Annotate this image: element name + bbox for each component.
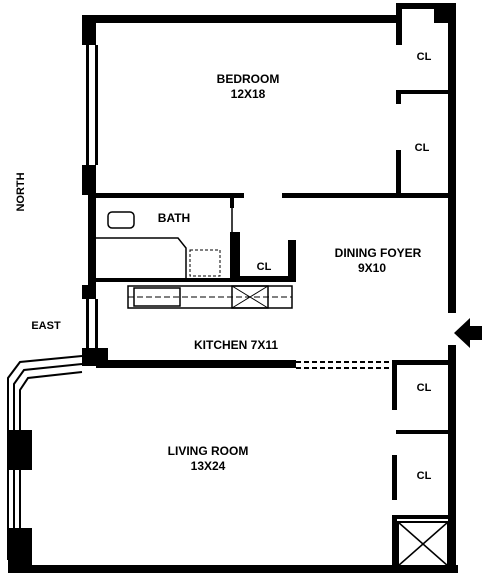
closet-label: CL bbox=[417, 382, 432, 394]
east-label: EAST bbox=[31, 320, 61, 332]
bedroom-size: 12X18 bbox=[231, 87, 266, 101]
kitchen-name: KITCHEN 7X11 bbox=[194, 338, 278, 352]
dining-foyer-size: 9X10 bbox=[358, 261, 386, 275]
closet-label: CL bbox=[415, 142, 430, 154]
fixtures bbox=[96, 208, 449, 567]
dining-foyer-name: DINING FOYER bbox=[335, 246, 422, 260]
closet-label: CL bbox=[257, 261, 272, 273]
closet-label: CL bbox=[417, 51, 432, 63]
interior-walls bbox=[96, 90, 456, 570]
closet-label: CL bbox=[417, 470, 432, 482]
living-room-name: LIVING ROOM bbox=[168, 444, 249, 458]
living-room-size: 13X24 bbox=[191, 459, 226, 473]
north-label: NORTH bbox=[15, 172, 27, 211]
bedroom-name: BEDROOM bbox=[217, 72, 280, 86]
bath-name: BATH bbox=[158, 211, 190, 225]
entry-arrow-icon bbox=[454, 318, 482, 348]
